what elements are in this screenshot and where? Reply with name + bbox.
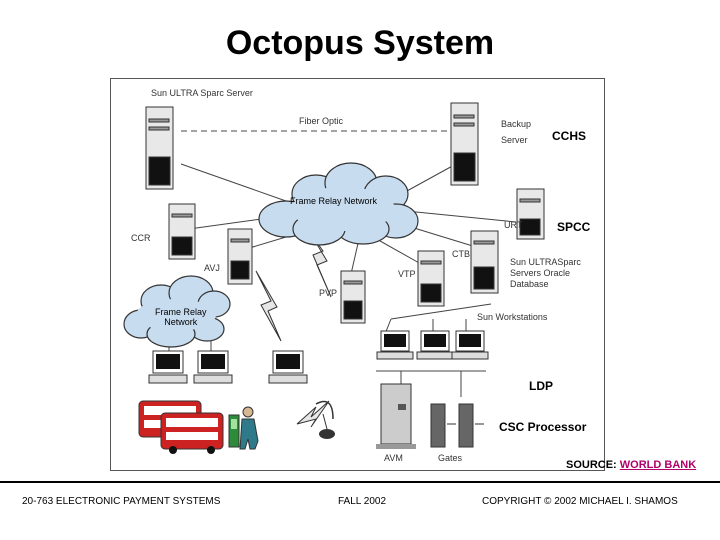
label-avj: AVJ	[204, 263, 220, 273]
pvp-tower	[340, 270, 366, 324]
backup-server-tower	[450, 102, 479, 186]
sun-ws-1	[376, 330, 414, 360]
label-frame-relay-left: Frame Relay Network	[155, 307, 207, 327]
label-urt: URT	[504, 220, 523, 230]
label-gates: Gates	[438, 453, 463, 463]
avj-tower	[227, 228, 253, 285]
label-avm: AVM	[384, 453, 403, 463]
pc-left-2	[193, 350, 233, 384]
world-bank-link[interactable]: WORLD BANK	[619, 459, 697, 471]
sun-server-tower	[145, 106, 174, 190]
bus-front	[160, 412, 224, 454]
tag-ldp: LDP	[529, 379, 553, 393]
buses	[138, 400, 224, 454]
network-diagram: Sun ULTRA Sparc Server Fiber Optic Backu…	[110, 78, 605, 471]
label-ctb: CTB	[452, 249, 470, 259]
diagram-graphics	[123, 102, 545, 454]
tag-cchs: CCHS	[552, 129, 587, 143]
ccr-tower	[168, 203, 196, 260]
passenger-at-reader	[228, 406, 259, 450]
label-sun-server: Sun ULTRA Sparc Server	[151, 88, 253, 98]
label-ccr: CCR	[131, 233, 151, 243]
satellite-dish	[315, 400, 335, 439]
wireless-bolt-2	[255, 270, 282, 342]
label-pvp: PVP	[319, 288, 338, 298]
footer-term: FALL 2002	[338, 496, 387, 507]
ctb-tower	[470, 230, 499, 294]
avm-machine	[376, 383, 416, 449]
link-server-cloud	[180, 163, 287, 202]
wireless-bolt-1	[308, 230, 332, 298]
source-credit: SOURCE: WORLD BANK	[566, 459, 696, 471]
server-towers	[145, 102, 545, 324]
label-vtp: VTP	[398, 269, 416, 279]
source-prefix: SOURCE:	[566, 459, 620, 471]
sun-ws-2	[416, 330, 454, 360]
label-fiber-optic: Fiber Optic	[299, 116, 344, 126]
tag-spcc: SPCC	[557, 220, 591, 234]
wireless-bolt-3	[296, 400, 330, 428]
cloud-frame-relay-top	[258, 162, 419, 246]
pc-left-1	[148, 350, 188, 384]
link-urt-cloud	[405, 210, 517, 223]
link-vtp-cloud	[372, 236, 422, 265]
label-backup-server: Backup Server	[501, 119, 532, 145]
urt-tower	[516, 188, 545, 240]
vtp-tower	[417, 250, 445, 307]
wireless-links	[255, 230, 332, 428]
footer-copyright: COPYRIGHT © 2002 MICHAEL I. SHAMOS	[482, 496, 678, 507]
fare-gates	[430, 403, 484, 448]
link-ws-bus	[390, 303, 492, 320]
footer-course: 20-763 ELECTRONIC PAYMENT SYSTEMS	[22, 496, 221, 507]
link-pvp-cloud	[350, 238, 360, 275]
slide-title: Octopus System	[225, 24, 495, 62]
pc-center	[268, 350, 308, 384]
label-frame-relay-top: Frame Relay Network	[290, 196, 378, 206]
sun-ws-3	[451, 330, 489, 360]
label-sun-database: Sun ULTRASparc Servers Oracle Database	[510, 257, 581, 289]
cloud-frame-relay-left	[123, 275, 231, 348]
workstation-computers	[148, 330, 489, 384]
tag-csc-processor: CSC Processor	[499, 420, 587, 434]
label-sun-workstations: Sun Workstations	[477, 312, 548, 322]
footer-rule	[0, 481, 720, 483]
